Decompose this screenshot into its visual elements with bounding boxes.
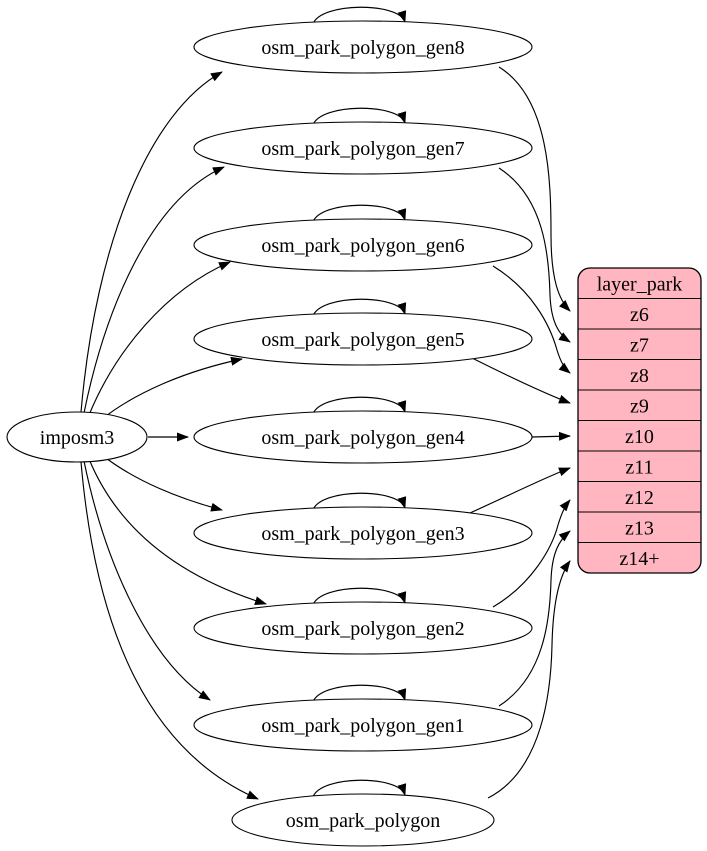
zoom-row-z6: z6 (630, 304, 649, 326)
node-osm_park_polygon_gen1-label: osm_park_polygon_gen1 (261, 715, 464, 737)
node-osm_park_polygon_gen3-label: osm_park_polygon_gen3 (261, 523, 464, 545)
edge-osm_park_polygon_gen4-to-z10 (531, 431, 571, 441)
node-osm_park_polygon_gen8 (193, 20, 533, 74)
self-loop-osm_park_polygon_gen8 (312, 6, 407, 25)
edge-osm_park_polygon_gen6-to-z8 (492, 265, 571, 374)
node-osm_park_polygon_gen2-label: osm_park_polygon_gen2 (261, 618, 464, 640)
node-osm_park_polygon_gen6 (193, 218, 533, 272)
node-osm_park_polygon_gen4-label: osm_park_polygon_gen4 (261, 427, 464, 449)
node-osm_park_polygon_gen2 (193, 601, 533, 655)
self-loop-osm_park_polygon_gen4 (312, 396, 407, 415)
node-osm_park_polygon-label: osm_park_polygon (286, 810, 440, 832)
edge-imposm3-to-osm_park_polygon_gen2 (88, 458, 267, 606)
edge-osm_park_polygon_gen5-to-z9 (469, 356, 571, 404)
edge-imposm3-to-osm_park_polygon_gen1 (83, 460, 211, 701)
edge-osm_park_polygon_gen8-to-z6 (498, 66, 571, 312)
node-imposm3-label: imposm3 (40, 427, 114, 449)
edge-osm_park_polygon_gen7-to-z7 (498, 167, 571, 343)
self-loop-osm_park_polygon_gen7 (312, 107, 407, 126)
self-loop-osm_park_polygon_gen6 (312, 204, 407, 223)
node-osm_park_polygon_gen5-label: osm_park_polygon_gen5 (261, 329, 464, 351)
edge-imposm3-to-osm_park_polygon_gen5 (101, 356, 243, 420)
edge-osm_park_polygon_gen3-to-z11 (469, 467, 571, 514)
node-osm_park_polygon_gen7 (193, 121, 533, 175)
edge-imposm3-to-osm_park_polygon_gen3 (101, 454, 223, 512)
self-loop-osm_park_polygon_gen5 (312, 298, 407, 317)
zoom-row-z10: z10 (625, 426, 654, 448)
zoom-row-z7: z7 (630, 334, 649, 356)
self-loop-osm_park_polygon_gen1 (312, 684, 407, 703)
edge-imposm3-to-osm_park_polygon_gen6 (88, 261, 231, 416)
node-osm_park_polygon (231, 793, 495, 847)
node-imposm3 (6, 411, 148, 463)
edge-osm_park_polygon_gen2-to-z12 (492, 499, 571, 608)
zoom-row-z9: z9 (630, 395, 649, 417)
node-osm_park_polygon_gen7-label: osm_park_polygon_gen7 (261, 138, 464, 160)
self-loop-osm_park_polygon (312, 779, 407, 798)
zoom-row-z8: z8 (630, 365, 649, 387)
edge-imposm3-to-osm_park_polygon_gen8 (80, 71, 223, 413)
edge-osm_park_polygon-to-z14+ (487, 560, 571, 799)
edge-osm_park_polygon_gen1-to-z13 (498, 530, 571, 707)
node-osm_park_polygon_gen3 (193, 506, 533, 560)
node-osm_park_polygon_gen1 (193, 698, 533, 752)
layer-title: layer_park (597, 273, 683, 295)
node-osm_park_polygon_gen5 (193, 312, 533, 366)
zoom-row-z12: z12 (625, 487, 654, 509)
edge-imposm3-to-osm_park_polygon (80, 461, 259, 800)
zoom-row-z14+: z14+ (619, 548, 659, 570)
node-osm_park_polygon_gen6-label: osm_park_polygon_gen6 (261, 235, 464, 257)
self-loop-osm_park_polygon_gen3 (312, 492, 407, 511)
self-loop-osm_park_polygon_gen2 (312, 587, 407, 606)
node-osm_park_polygon_gen4 (193, 410, 533, 464)
zoom-row-z13: z13 (625, 517, 654, 539)
edge-imposm3-to-osm_park_polygon_gen7 (83, 166, 225, 414)
node-osm_park_polygon_gen8-label: osm_park_polygon_gen8 (261, 37, 464, 59)
zoom-row-z11: z11 (625, 456, 653, 478)
